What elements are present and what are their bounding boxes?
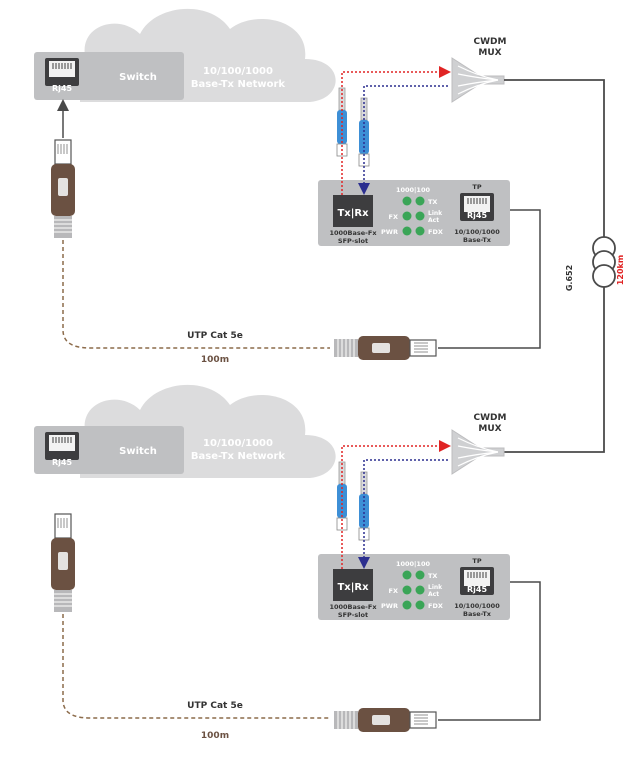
rx-path-arrow <box>358 85 448 195</box>
sfp-caption1: 1000Base-Fx <box>329 603 377 611</box>
led-pwr-label: PWR <box>381 228 398 236</box>
network-top: 10/100/1000 Base-Tx Network Rj45 Switch … <box>34 8 541 365</box>
tp-label: TP <box>472 183 481 191</box>
tx-path-arrow <box>341 66 451 195</box>
cable-label: UTP Cat 5e <box>187 331 243 341</box>
cwdm-mux-bottom-icon <box>451 429 505 475</box>
led-link-label: Link <box>428 584 443 591</box>
cloud-text-line1: 10/100/1000 <box>203 438 273 449</box>
led-fdx-label: FDX <box>428 228 443 236</box>
led-pwr-label: PWR <box>381 602 398 610</box>
mux-label-line2: MUX <box>478 424 501 434</box>
led-icon <box>402 211 412 221</box>
led-icon <box>402 196 412 206</box>
led-icon <box>402 570 412 580</box>
rj45-port-icon <box>44 431 80 461</box>
tp-caption2: Base-Tx <box>463 236 492 244</box>
fiber-trunk: G.652 120km <box>504 79 625 453</box>
rj45-plug-vertical-icon <box>50 139 76 239</box>
cable-label: UTP Cat 5e <box>187 701 243 711</box>
cwdm-mux-top-icon <box>451 57 505 103</box>
led-fx-label: FX <box>389 213 398 221</box>
tx-path-arrow <box>341 440 451 569</box>
cloud-text-line1: 10/100/1000 <box>203 66 273 77</box>
tp-caption1: 10/100/1000 <box>454 602 500 610</box>
led-icon <box>415 600 425 610</box>
led-icon <box>415 585 425 595</box>
fiber-type-label: G.652 <box>565 265 574 291</box>
sfp-slot <box>333 195 373 227</box>
media-converter-bottom: Tx|Rx 1000Base-Fx SFP-slot 1000|100 TX F… <box>318 554 510 620</box>
tp-link-line <box>438 204 541 349</box>
tp-caption2: Base-Tx <box>463 610 492 618</box>
led-tx-label: TX <box>428 572 437 580</box>
tp-port-label: Rj45 <box>467 585 487 594</box>
switch-bottom: Rj45 Switch <box>34 426 184 474</box>
cloud-text-line2: Base-Tx Network <box>191 451 286 462</box>
led-act-label: Act <box>428 591 439 598</box>
sfp-caption2: SFP-slot <box>338 237 368 245</box>
media-converter-top: Tx|Rx 1000Base-Fx SFP-slot 1000|100 TX F… <box>318 180 510 246</box>
sfp-slot <box>333 569 373 601</box>
tp-caption1: 10/100/1000 <box>454 228 500 236</box>
switch-port-label: Rj45 <box>52 84 72 93</box>
fiber-spool-icon <box>592 236 616 288</box>
led-icon <box>402 226 412 236</box>
led-fdx-label: FDX <box>428 602 443 610</box>
switch-label: Switch <box>119 72 157 83</box>
switch-port-label: Rj45 <box>52 458 72 467</box>
led-icon <box>415 226 425 236</box>
cable-length: 100m <box>201 355 229 365</box>
led-header: 1000|100 <box>396 186 431 195</box>
rx-path-arrow <box>358 459 448 569</box>
led-link-label: Link <box>428 210 443 217</box>
network-bottom: 10/100/1000 Base-Tx Network Rj45 Switch … <box>34 384 541 741</box>
utp-cable-dashed <box>62 614 330 719</box>
rj45-port-icon <box>44 57 80 87</box>
led-icon <box>415 570 425 580</box>
mux-label-line1: CWDM <box>474 413 507 423</box>
sfp-caption2: SFP-slot <box>338 611 368 619</box>
led-icon <box>402 585 412 595</box>
tp-link-line <box>438 576 541 721</box>
utp-cable-dashed <box>62 240 330 349</box>
rj45-plug-horizontal-icon <box>333 335 437 361</box>
sfp-label: Tx|Rx <box>337 582 369 593</box>
led-icon <box>415 196 425 206</box>
led-fx-label: FX <box>389 587 398 595</box>
led-icon <box>415 211 425 221</box>
tp-label: TP <box>472 557 481 565</box>
sfp-caption1: 1000Base-Fx <box>329 229 377 237</box>
switch-top: Rj45 Switch <box>34 52 184 100</box>
fiber-trunk-line <box>504 79 605 453</box>
led-act-label: Act <box>428 217 439 224</box>
switch-label: Switch <box>119 446 157 457</box>
cable-length: 100m <box>201 731 229 741</box>
cloud-text-line2: Base-Tx Network <box>191 79 286 90</box>
sfp-label: Tx|Rx <box>337 208 369 219</box>
rj45-plug-horizontal-icon <box>333 707 437 733</box>
mux-label-line1: CWDM <box>474 37 507 47</box>
distance-label: 120km <box>616 255 625 285</box>
tp-port-label: Rj45 <box>467 211 487 220</box>
led-tx-label: TX <box>428 198 437 206</box>
led-icon <box>402 600 412 610</box>
led-header: 1000|100 <box>396 560 431 569</box>
mux-label-line2: MUX <box>478 48 501 58</box>
rj45-plug-vertical-icon <box>50 513 76 613</box>
